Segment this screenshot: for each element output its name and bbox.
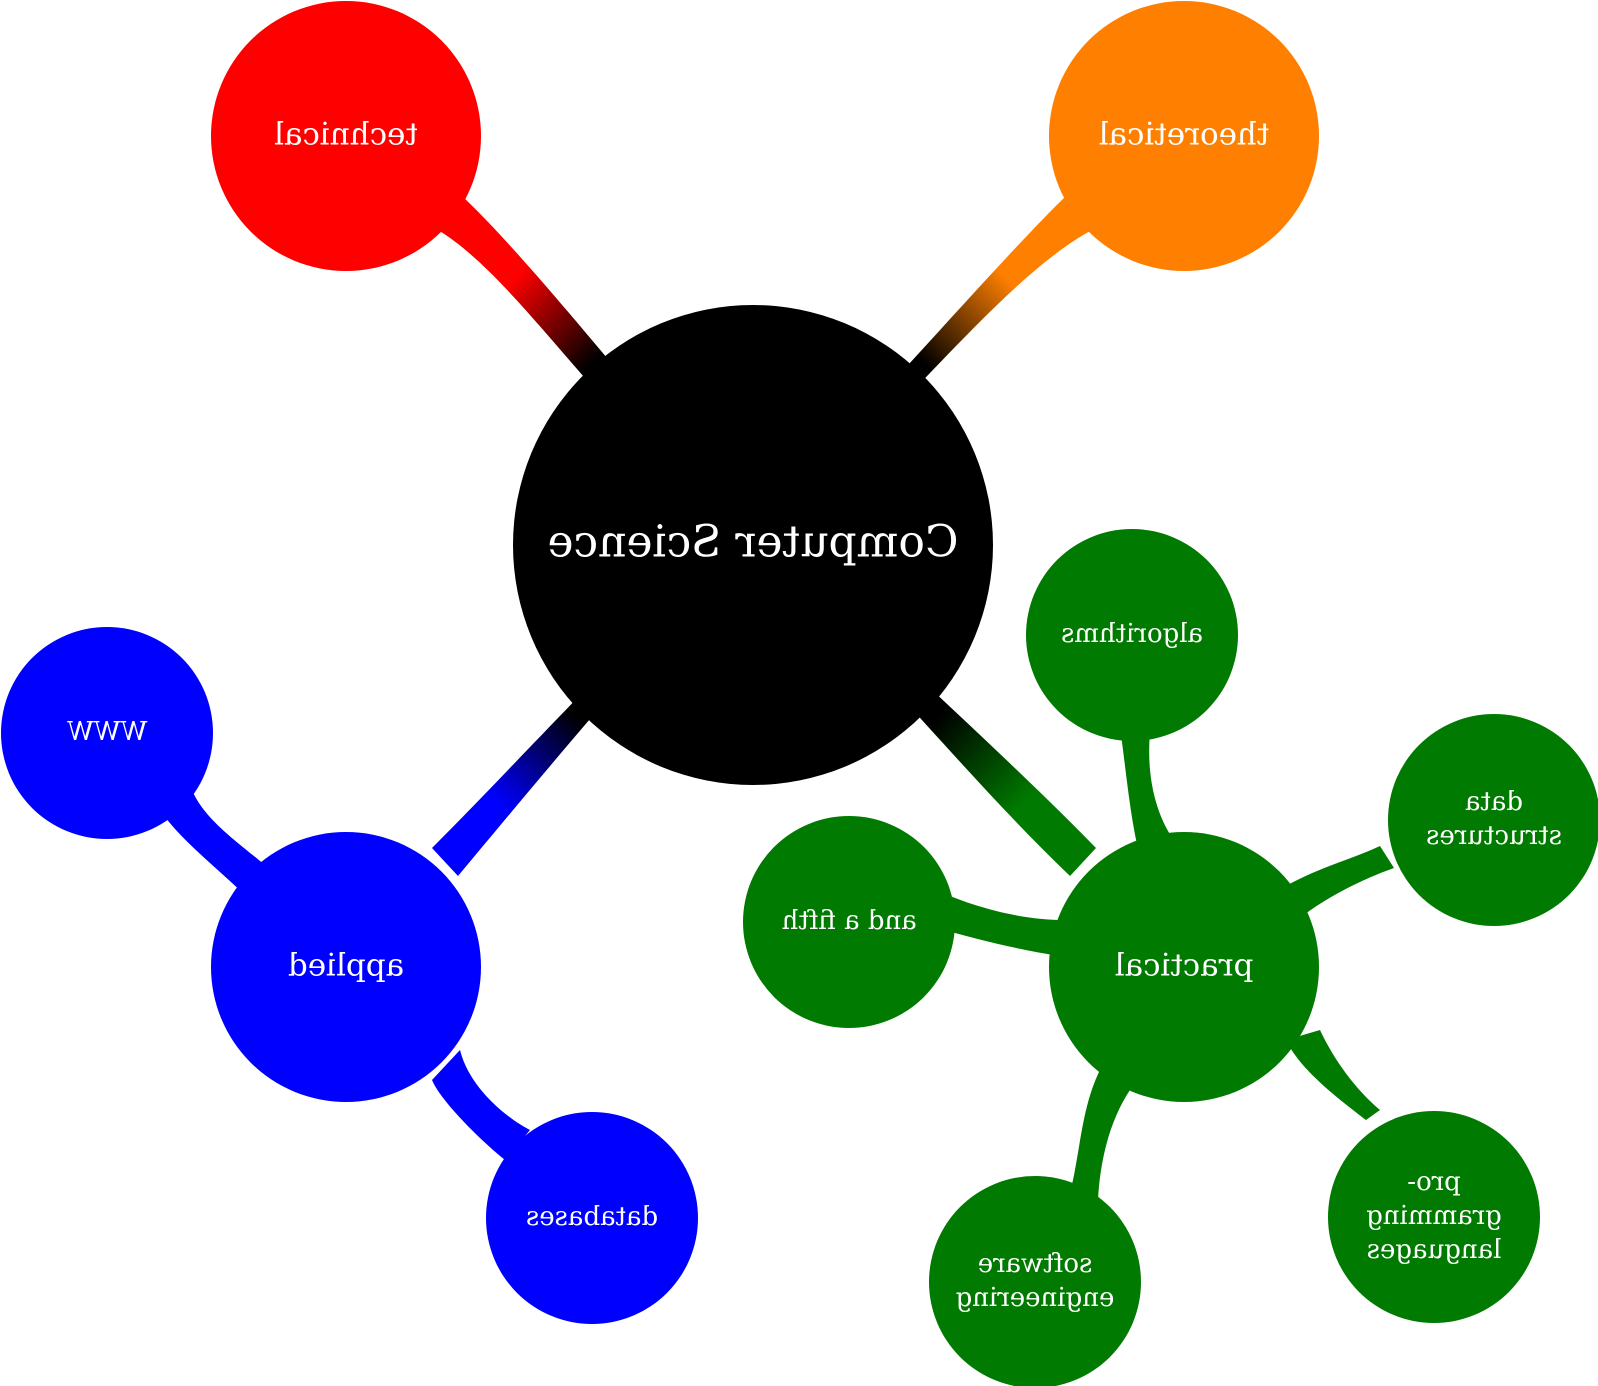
node-programming-languages-label-line: gramming [1366, 1201, 1502, 1231]
connector-practical-algorithms [1120, 716, 1178, 856]
node-and-a-fifth-circle [743, 816, 955, 1028]
node-technical[interactable]: technical [211, 1, 481, 271]
node-programming-languages-circle [1328, 1111, 1540, 1323]
node-theoretical[interactable]: theoretical [1049, 1, 1319, 271]
node-software-engineering-circle [929, 1176, 1141, 1386]
connector-practical-programming-languages [1286, 1030, 1380, 1120]
connector-applied-databases [432, 1050, 530, 1160]
applied-connectors [160, 784, 530, 1160]
node-applied[interactable]: applied [211, 832, 481, 1102]
root-node[interactable]: Computer Science [513, 305, 993, 785]
node-www-label-line: WWW [67, 717, 147, 747]
node-data-structures-circle [1388, 714, 1598, 926]
node-software-engineering[interactable]: software engineering [929, 1176, 1141, 1386]
connector-applied-www [160, 784, 270, 900]
node-databases-circle [486, 1112, 698, 1324]
node-programming-languages[interactable]: pro-gramming languages [1328, 1111, 1540, 1323]
connector-practical-and-a-fifth [944, 896, 1064, 956]
node-programming-languages-label-line: pro- [1407, 1167, 1461, 1197]
node-algorithms-label-line: algorithms [1061, 619, 1203, 649]
connector-practical-data-structures [1276, 846, 1394, 926]
node-algorithms-circle [1026, 529, 1238, 741]
node-algorithms[interactable]: algorithms [1026, 529, 1238, 741]
node-software-engineering-label-line: engineering [956, 1283, 1115, 1313]
technical-label: technical [274, 117, 418, 153]
node-and-a-fifth[interactable]: and a fifth [743, 816, 955, 1028]
node-www-circle [1, 627, 213, 839]
node-data-structures[interactable]: data structures [1388, 714, 1598, 926]
node-software-engineering-label-line: software [978, 1249, 1093, 1279]
node-data-structures-label-line: data [1465, 787, 1523, 817]
applied-label: applied [288, 948, 404, 984]
node-www[interactable]: WWW [1, 627, 213, 839]
node-databases-label-line: databases [526, 1202, 658, 1232]
practical-connectors [944, 716, 1394, 1200]
leaf-nodes: WWW databases algorithms data structures pro-… [1, 529, 1598, 1386]
node-programming-languages-label-line: languages [1367, 1235, 1502, 1265]
node-and-a-fifth-label-line: and a fifth [781, 906, 916, 936]
theoretical-label: theoretical [1099, 117, 1270, 153]
practical-label: practical [1115, 948, 1254, 984]
root-label: Computer Science [547, 517, 958, 568]
node-data-structures-label-line: structures [1426, 821, 1562, 851]
node-databases[interactable]: databases [486, 1112, 698, 1324]
connector-practical-software-engineering [1068, 1070, 1130, 1200]
node-practical[interactable]: practical [1049, 832, 1319, 1102]
